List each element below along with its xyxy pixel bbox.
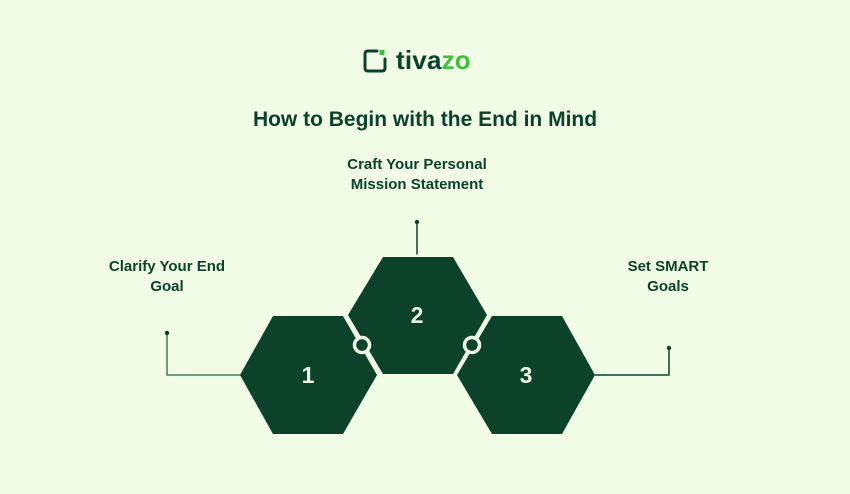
link-ring-icon xyxy=(352,335,372,355)
connector-step-3 xyxy=(595,345,672,376)
hexagon-step-3 xyxy=(457,316,595,434)
connector-step-2 xyxy=(414,219,420,257)
hexagon-step-1 xyxy=(240,316,377,434)
page-title: How to Begin with the End in Mind xyxy=(252,108,598,131)
brand-name-dark: tiva xyxy=(396,45,442,75)
brand-name-accent: zo xyxy=(441,45,471,75)
step-2-number: 2 xyxy=(410,302,424,328)
step-1-label: Clarify Your End Goal xyxy=(108,258,226,295)
link-ring-icon xyxy=(462,335,482,355)
brand-name: tivazo xyxy=(396,46,471,74)
connector-dot-icon xyxy=(164,330,170,336)
step-3-label: Set SMART Goals xyxy=(627,258,709,295)
connector-dot-icon xyxy=(414,219,420,225)
step-1-number: 1 xyxy=(301,362,315,388)
tivazo-logo-icon xyxy=(362,48,388,74)
step-2-label: Craft Your Personal Mission Statement xyxy=(347,156,487,193)
connector-dot-icon xyxy=(666,345,672,351)
connector-step-1 xyxy=(164,330,241,376)
step-3-number: 3 xyxy=(519,362,533,388)
brand-logo: tivazo xyxy=(362,46,471,75)
